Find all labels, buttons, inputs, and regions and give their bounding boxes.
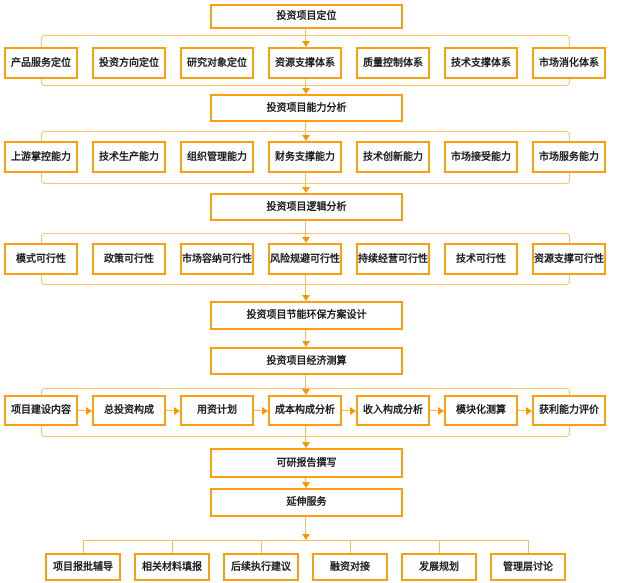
connector-line — [305, 122, 306, 135]
flow-node: 模块化测算 — [444, 395, 518, 426]
node-stage-positioning: 投资项目定位 — [210, 4, 403, 29]
connector-line — [305, 426, 306, 442]
arrow-down-icon — [301, 341, 310, 347]
flow-node: 市场消化体系 — [532, 47, 606, 79]
arrow-right-icon — [438, 406, 444, 415]
flow-node: 发展规划 — [401, 553, 477, 581]
connector-line — [342, 410, 350, 411]
flow-node: 后续执行建议 — [223, 553, 299, 581]
flow-node: 组织管理能力 — [180, 141, 254, 173]
arrow-down-icon — [301, 187, 310, 193]
node-label: 可研报告撰写 — [276, 457, 337, 469]
flow-node: 收入构成分析 — [356, 395, 430, 426]
node-label: 投资项目经济测算 — [266, 355, 347, 367]
flow-node: 持续经营可行性 — [356, 243, 430, 275]
flow-node: 风险规避可行性 — [268, 243, 342, 275]
node-stage-report: 可研报告撰写 — [210, 448, 403, 478]
arrow-down-icon — [301, 295, 310, 301]
node-label: 投资项目定位 — [276, 11, 337, 22]
connector-stub — [528, 540, 529, 553]
connector-line — [305, 517, 306, 534]
connector-line — [305, 221, 306, 237]
connector-line — [305, 29, 306, 41]
connector-stub — [350, 540, 351, 553]
distribution-line — [83, 540, 528, 541]
flow-node: 资源支撑可行性 — [532, 243, 606, 275]
node-stage-economic: 投资项目经济测算 — [210, 347, 403, 375]
flow-node: 技术生产能力 — [92, 141, 166, 173]
node-label: 投资项目逻辑分析 — [266, 201, 347, 213]
arrow-right-icon — [350, 406, 356, 415]
flow-node: 融资对接 — [312, 553, 388, 581]
flow-node: 质量控制体系 — [356, 47, 430, 79]
connector-line — [305, 79, 306, 88]
arrow-right-icon — [174, 406, 180, 415]
flow-node: 相关材料填报 — [134, 553, 210, 581]
flow-node: 获利能力评价 — [532, 395, 606, 426]
flow-node: 管理层讨论 — [490, 553, 566, 581]
connector-line — [305, 173, 306, 187]
node-stage-logic: 投资项目逻辑分析 — [210, 193, 403, 221]
connector-stub — [83, 540, 84, 553]
flow-node: 政策可行性 — [92, 243, 166, 275]
flow-node: 成本构成分析 — [268, 395, 342, 426]
flow-node: 市场容纳可行性 — [180, 243, 254, 275]
flow-node: 技术支撑体系 — [444, 47, 518, 79]
arrow-down-icon — [301, 389, 310, 395]
connector-stub — [261, 540, 262, 553]
arrow-down-icon — [301, 534, 310, 540]
node-label: 投资项目节能环保方案设计 — [246, 310, 367, 321]
flow-node: 投资方向定位 — [92, 47, 166, 79]
node-stage-energy-plan: 投资项目节能环保方案设计 — [210, 301, 403, 330]
connector-line — [305, 275, 306, 295]
flow-node: 市场服务能力 — [532, 141, 606, 173]
flow-node: 项目报批辅导 — [45, 553, 121, 581]
flow-node: 市场接受能力 — [444, 141, 518, 173]
flow-node: 用资计划 — [180, 395, 254, 426]
arrow-down-icon — [301, 237, 310, 243]
node-label: 延伸服务 — [286, 497, 327, 508]
node-stage-extended: 延伸服务 — [210, 488, 403, 517]
connector-stub — [172, 540, 173, 553]
connector-line — [518, 410, 526, 411]
flow-node: 技术可行性 — [444, 243, 518, 275]
connector-line — [430, 410, 438, 411]
flow-node: 研究对象定位 — [180, 47, 254, 79]
connector-line — [305, 330, 306, 341]
arrow-down-icon — [301, 41, 310, 47]
flow-node: 模式可行性 — [4, 243, 78, 275]
flow-node: 技术创新能力 — [356, 141, 430, 173]
arrow-down-icon — [301, 442, 310, 448]
connector-line — [254, 410, 262, 411]
connector-line — [166, 410, 174, 411]
node-stage-capability: 投资项目能力分析 — [210, 94, 403, 122]
arrow-right-icon — [86, 406, 92, 415]
arrow-right-icon — [526, 406, 532, 415]
flow-node: 产品服务定位 — [4, 47, 78, 79]
connector-line — [305, 375, 306, 389]
arrow-down-icon — [301, 482, 310, 488]
arrow-down-icon — [301, 88, 310, 94]
flow-node: 项目建设内容 — [4, 395, 78, 426]
flow-node: 上游掌控能力 — [4, 141, 78, 173]
arrow-right-icon — [262, 406, 268, 415]
node-label: 投资项目能力分析 — [266, 102, 347, 114]
connector-stub — [439, 540, 440, 553]
connector-line — [78, 410, 86, 411]
flow-node: 资源支撑体系 — [268, 47, 342, 79]
flow-node: 总投资构成 — [92, 395, 166, 426]
connector-line — [305, 478, 306, 482]
arrow-down-icon — [301, 135, 310, 141]
flow-node: 财务支撑能力 — [268, 141, 342, 173]
